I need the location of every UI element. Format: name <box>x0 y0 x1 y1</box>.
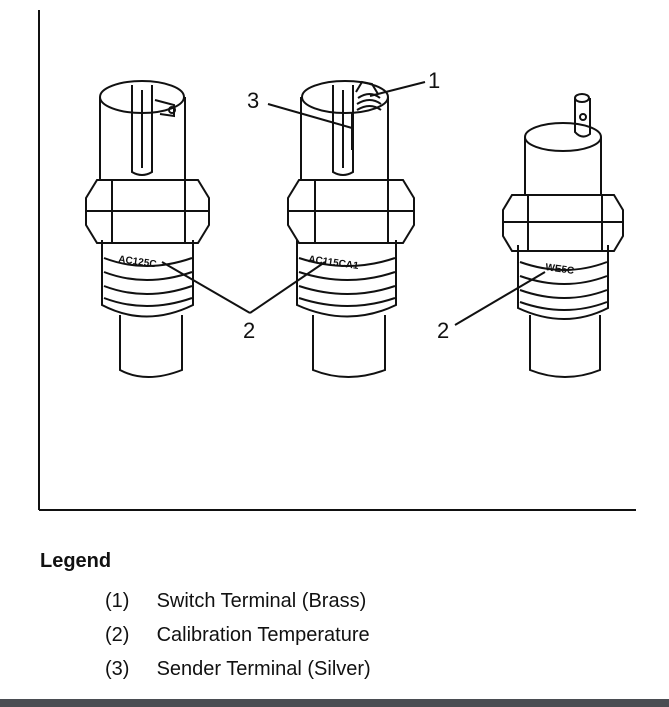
bottom-bar <box>0 699 669 707</box>
legend-item-label: Switch Terminal (Brass) <box>156 590 367 612</box>
callout-2-left: 2 <box>243 318 255 343</box>
legend-title: Legend <box>40 550 112 572</box>
leader-3 <box>267 103 353 129</box>
sensor-right <box>502 93 624 378</box>
legend-item-number: (2) <box>105 624 130 646</box>
leader-1 <box>369 81 426 97</box>
sensor-left <box>85 80 210 378</box>
callout-2-right: 2 <box>437 318 449 343</box>
stamp-left: AC125C <box>118 254 158 270</box>
callout-3: 3 <box>247 88 259 113</box>
legend-item-number: (1) <box>105 590 130 612</box>
leader-2a <box>161 261 251 314</box>
legend-item-label: Calibration Temperature <box>156 624 370 646</box>
sensor-diagram: 1 3 2 2 AC125C AC115CA1 WE5C <box>38 10 636 511</box>
legend-item: (3) Sender Terminal (Silver) <box>105 658 371 681</box>
legend-item: (1) Switch Terminal (Brass) <box>105 590 366 613</box>
legend-item-label: Sender Terminal (Silver) <box>156 658 371 680</box>
leader-2c <box>454 271 546 326</box>
sensor-middle <box>287 80 415 378</box>
leader-2b <box>249 261 326 314</box>
legend-item: (2) Calibration Temperature <box>105 624 370 647</box>
legend-item-number: (3) <box>105 658 130 680</box>
stamp-right: WE5C <box>545 262 575 277</box>
callout-1: 1 <box>428 68 440 93</box>
